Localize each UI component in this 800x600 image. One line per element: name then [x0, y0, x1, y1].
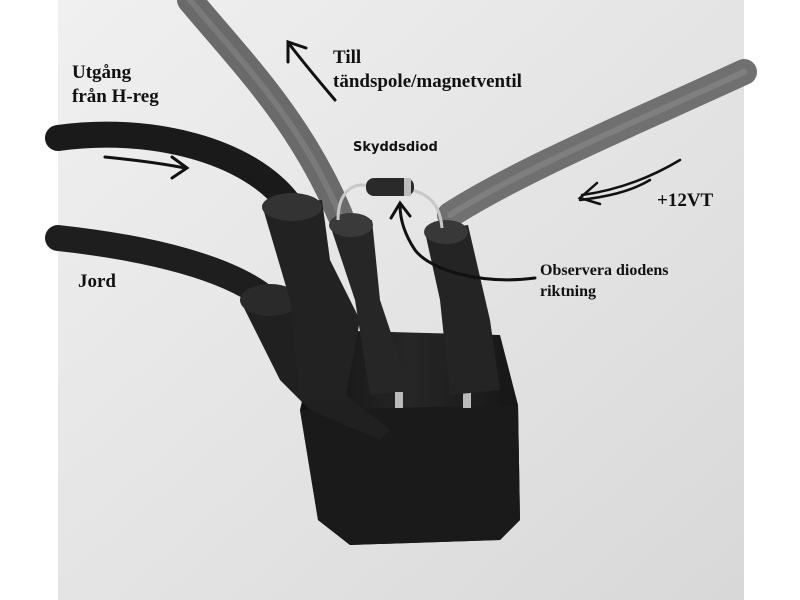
arrow-utgang [103, 155, 190, 180]
connector-till [329, 213, 410, 395]
arrow-observera [389, 200, 537, 282]
protection-diode [336, 178, 444, 229]
label-riktning: riktning [540, 283, 597, 300]
connector-utgang [262, 193, 360, 400]
arrow-till [286, 39, 337, 102]
cable-utgang [45, 121, 303, 218]
cable-till [177, 0, 353, 228]
label-skyddsdiod: Skyddsdiod [353, 140, 438, 155]
arrow-12vt [577, 158, 682, 206]
label-fran-h-reg: från H-reg [72, 86, 159, 107]
label-plus-12vt: +12VT [657, 190, 714, 211]
label-till: Till [333, 47, 362, 68]
label-observera-diodens: Observera diodens [540, 262, 669, 279]
label-tandspole-magnetventil: tändspole/magnetventil [333, 71, 522, 92]
label-utgang: Utgång [72, 62, 132, 83]
label-jord: Jord [78, 271, 116, 292]
cable-12vt [437, 59, 757, 228]
